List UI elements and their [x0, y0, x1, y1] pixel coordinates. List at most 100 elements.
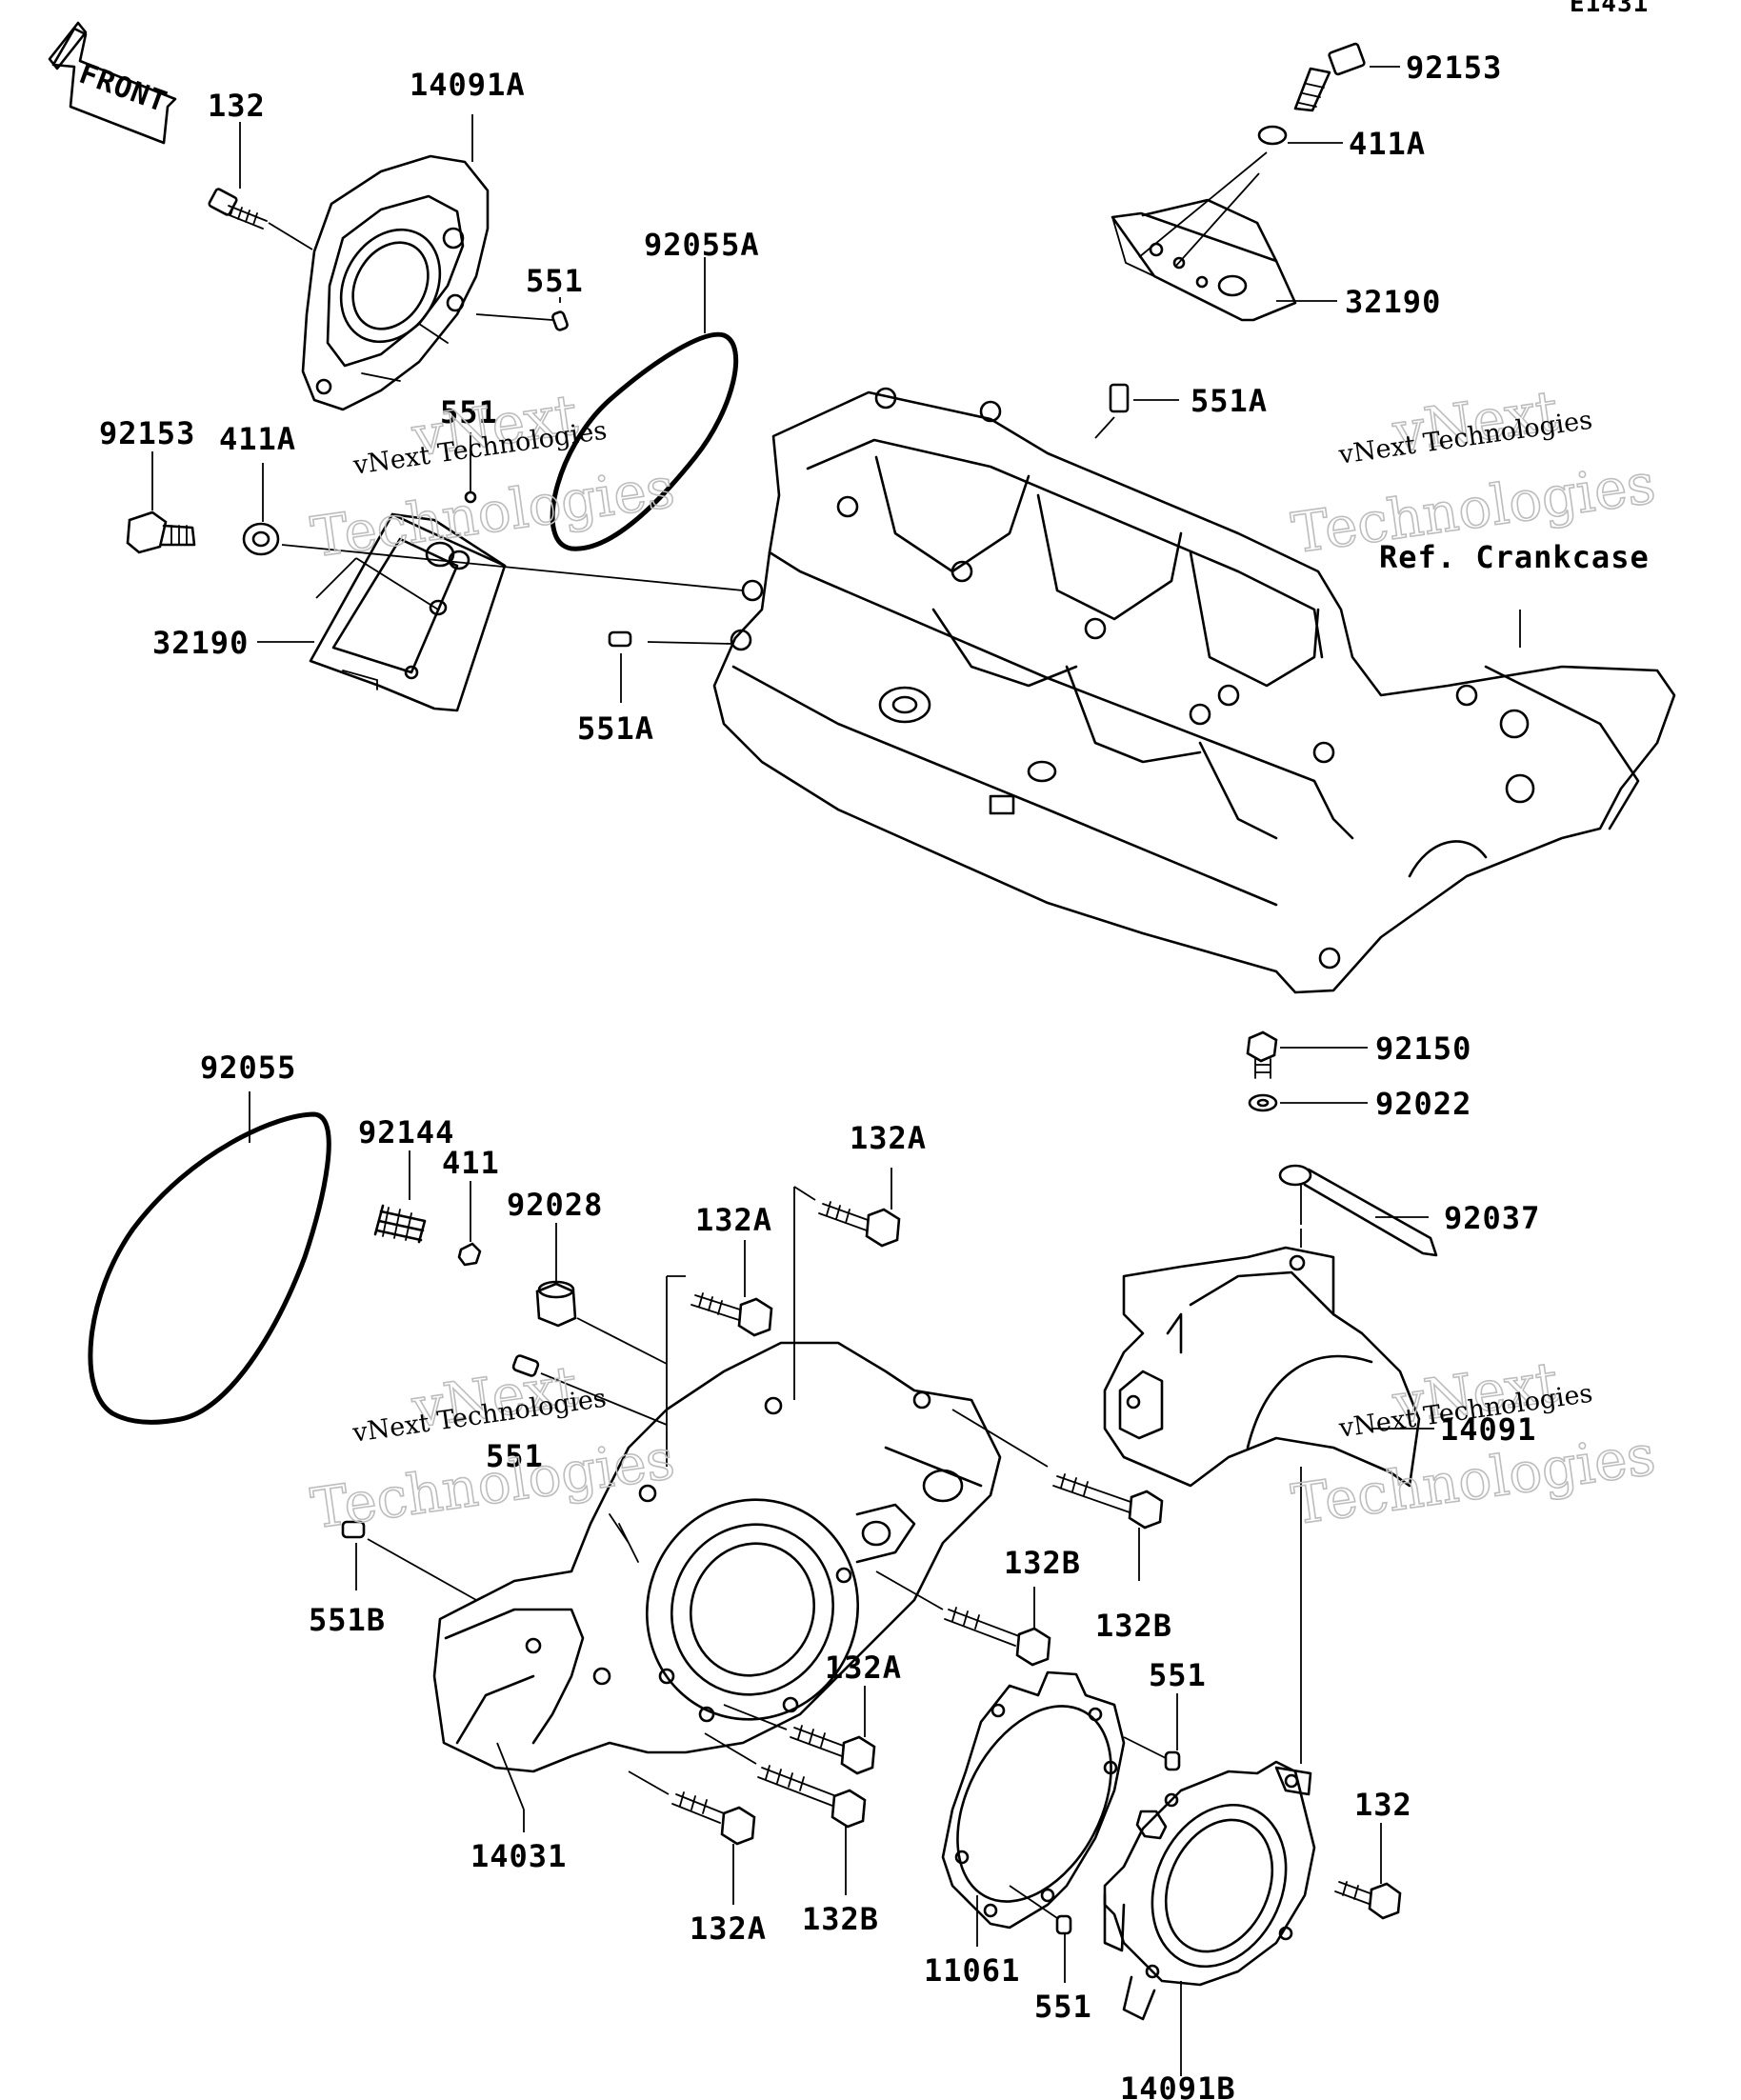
- bolt-132A-3-icon: [790, 1725, 876, 1775]
- leader-92028: [555, 1223, 668, 1365]
- leader-411A-left: [262, 463, 744, 591]
- label-32190-right: 32190: [1345, 284, 1441, 320]
- label-551-bottom2: 551: [1034, 1989, 1092, 2025]
- bolt-132A-2-icon: [818, 1201, 901, 1248]
- label-92022: 92022: [1375, 1086, 1471, 1122]
- front-arrow-icon: FRONT: [48, 21, 177, 145]
- oring-92055A-icon: [550, 331, 739, 551]
- leader-32190-right: [1138, 151, 1337, 302]
- bushing-92028-icon: [535, 1280, 577, 1328]
- label-132B-2: 132B: [1004, 1545, 1081, 1581]
- leader-551-bottom2: [1009, 1885, 1066, 1983]
- leader-551-cover: [540, 1372, 668, 1426]
- washer-92022-icon: [1248, 1093, 1278, 1112]
- leader-132A-3: [723, 1686, 866, 1737]
- leader-132B-2: [875, 1570, 1035, 1629]
- watermark-top-left: vNext vNext Technologies Technologies: [307, 381, 679, 570]
- ref-crankcase-note: Ref. Crankcase: [1379, 539, 1650, 575]
- label-11061: 11061: [924, 1952, 1020, 1989]
- label-132A-4: 132A: [690, 1910, 767, 1947]
- label-32190-left: 32190: [152, 625, 249, 661]
- label-92037: 92037: [1444, 1200, 1540, 1236]
- cover-14091A-icon: [301, 154, 490, 411]
- bolt-132A-1-icon: [690, 1292, 773, 1337]
- label-132B-1: 132B: [1095, 1608, 1172, 1644]
- label-551A-right: 551A: [1191, 383, 1268, 419]
- dowel-551-bottom2-icon: [1055, 1914, 1072, 1935]
- label-132A-3: 132A: [825, 1650, 902, 1686]
- label-92055: 92055: [200, 1050, 296, 1086]
- label-411A-left: 411A: [219, 421, 296, 457]
- dowel-551-bottom-icon: [1164, 1750, 1181, 1771]
- label-551-mid: 551: [440, 394, 498, 430]
- washer-411A-left-icon: [242, 522, 280, 556]
- label-92144: 92144: [358, 1114, 454, 1150]
- label-132A-2: 132A: [850, 1120, 927, 1156]
- bolt-132B-1-icon: [1052, 1473, 1164, 1530]
- leader-132A-2: [793, 1168, 892, 1400]
- clamp-92037-icon: [1278, 1164, 1438, 1257]
- label-132A-1: 132A: [695, 1202, 772, 1238]
- nut-411-icon: [457, 1242, 482, 1267]
- gasket-11061-icon: [941, 1670, 1126, 1930]
- cover-14031-icon: [432, 1341, 1002, 1773]
- label-411A-top: 411A: [1349, 126, 1426, 162]
- label-14091: 14091: [1440, 1411, 1536, 1448]
- leader-551-bottom: [1123, 1693, 1178, 1759]
- leader-32190-left: [257, 557, 439, 643]
- plug-92153-left-icon: [126, 510, 196, 554]
- bolt-132-top-icon: [208, 188, 268, 230]
- washer-411A-top-icon: [1257, 125, 1288, 146]
- leader-14091: [1300, 1229, 1434, 1764]
- bracket-32190-right-icon: [1111, 198, 1297, 322]
- cover-14091B-icon: [1103, 1760, 1316, 2021]
- leader-551B: [355, 1538, 477, 1601]
- dowel-551A-right-icon: [1109, 383, 1130, 413]
- leader-92037: [1300, 1185, 1429, 1225]
- label-551-cover: 551: [486, 1438, 544, 1474]
- diagram-code: E1431: [1570, 0, 1649, 18]
- bolt-132A-4-icon: [671, 1791, 756, 1846]
- bolt-132B-2-icon: [944, 1607, 1051, 1667]
- bolt-92150-icon: [1246, 1030, 1278, 1079]
- bolt-92153-top-icon: [1293, 42, 1366, 112]
- cover-14091-icon: [1103, 1246, 1421, 1488]
- label-551-top: 551: [526, 263, 584, 299]
- leader-132A-4: [628, 1770, 734, 1905]
- label-92028: 92028: [507, 1187, 603, 1223]
- leader-551A-mid: [620, 641, 734, 703]
- label-132-top: 132: [208, 88, 266, 124]
- label-92153-left: 92153: [99, 415, 195, 451]
- crankcase-icon: [712, 387, 1676, 994]
- bolt-132-bottom-icon: [1334, 1881, 1402, 1920]
- label-92055A: 92055A: [644, 227, 760, 263]
- label-92153-top: 92153: [1406, 50, 1502, 86]
- spring-92144-icon: [373, 1204, 427, 1244]
- dowel-551-mid-icon: [464, 490, 477, 504]
- bracket-32190-left-icon: [309, 512, 507, 712]
- label-14031: 14031: [470, 1838, 567, 1874]
- dowel-551-cover-icon: [511, 1354, 540, 1377]
- label-551B: 551B: [309, 1602, 386, 1638]
- leader-551A-right: [1094, 399, 1179, 439]
- leader-132B-3: [704, 1732, 847, 1895]
- dowel-551B-icon: [341, 1520, 366, 1539]
- dowel-551-top-icon: [551, 310, 569, 331]
- label-551A-mid: 551A: [577, 710, 654, 747]
- leader-132B-1: [951, 1409, 1140, 1581]
- label-551-bottom: 551: [1149, 1657, 1207, 1693]
- label-14091A: 14091A: [410, 67, 526, 103]
- leader-132A-1: [666, 1240, 746, 1467]
- leader-551-top: [475, 297, 561, 321]
- bolt-132B-3-icon: [757, 1765, 867, 1829]
- leader-132-top: [239, 122, 313, 250]
- front-label: FRONT: [75, 57, 172, 119]
- label-92150: 92150: [1375, 1030, 1471, 1067]
- dowel-551A-mid-icon: [608, 630, 632, 648]
- label-411: 411: [442, 1145, 500, 1181]
- oring-92055-icon: [88, 1111, 331, 1425]
- leader-14031: [496, 1742, 525, 1832]
- label-14091B: 14091B: [1120, 2070, 1236, 2100]
- label-132B-3: 132B: [802, 1901, 879, 1937]
